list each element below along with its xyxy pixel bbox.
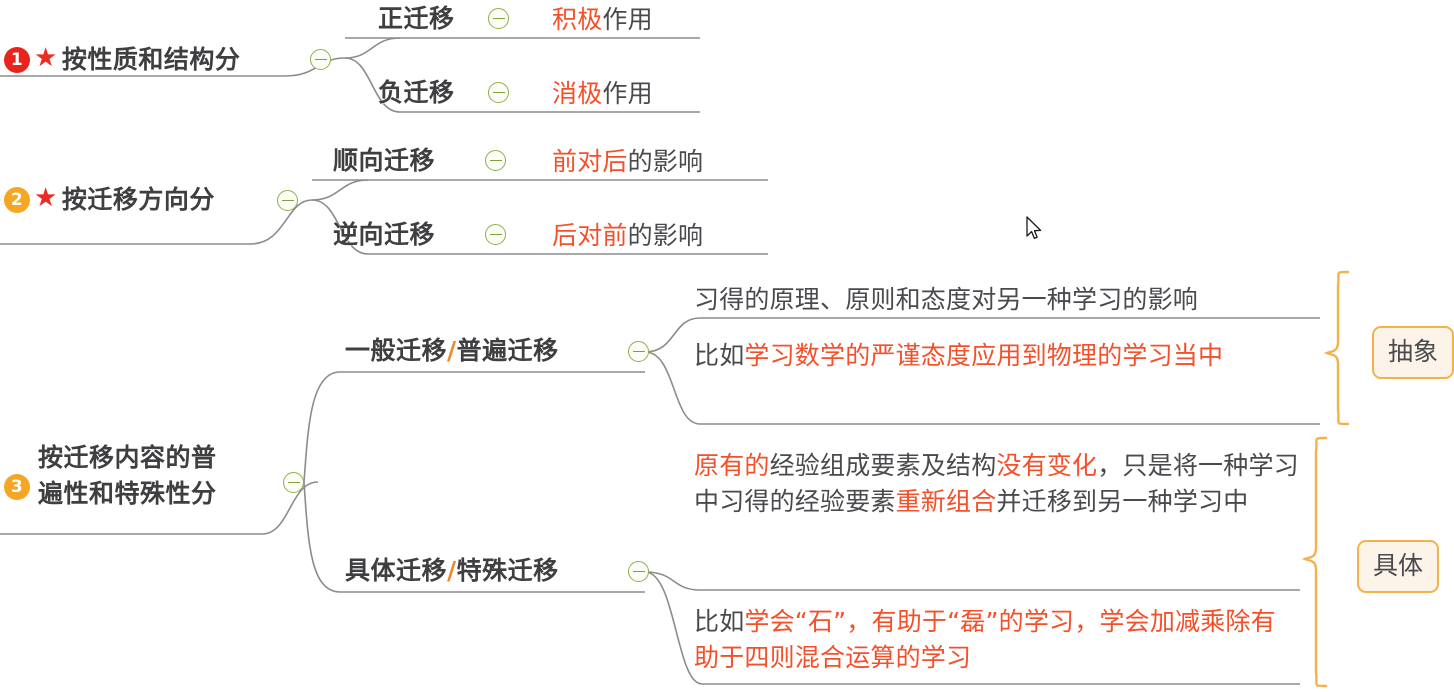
detail-specific-def-mid-2: ，只 — [1097, 451, 1148, 480]
detail-general-example-hot-2: 习当中 — [1147, 341, 1224, 370]
detail-general-definition-text: 习得的原理、原则和态度对另一种学习的影响 — [694, 285, 1199, 314]
detail-specific-example[interactable]: 比如学会“石”，有助于“磊”的学习，学会加减乘除有助于四则混合运算的学习 — [694, 604, 1294, 676]
detail-specific-def-hot-1: 原有的 — [694, 451, 770, 480]
branch-3-label-line-2: 遍性和特殊性分 — [38, 479, 217, 508]
branch-3-title[interactable]: 3 按迁移内容的普 遍性和特殊性分 — [4, 440, 217, 512]
node-specific-transfer-label-a: 具体迁移 — [345, 556, 448, 585]
leaf-negative-effect[interactable]: 消极作用 — [552, 76, 653, 112]
node-positive-transfer-label: 正迁移 — [378, 4, 455, 33]
node-specific-transfer[interactable]: 具体迁移/特殊迁移 — [345, 554, 559, 588]
branch-1-label: 按性质和结构分 — [61, 45, 241, 74]
node-specific-transfer-slash: / — [447, 556, 457, 585]
node-general-transfer-label-a: 一般迁移 — [345, 336, 448, 365]
tag-concrete[interactable]: 具体 — [1357, 540, 1440, 593]
tag-abstract-label: 抽象 — [1388, 337, 1439, 366]
node-proactive-transfer-label: 顺向迁移 — [333, 146, 436, 175]
branch-3-number: 3 — [4, 474, 30, 500]
leaf-proactive-influence[interactable]: 前对后的影响 — [552, 144, 703, 180]
node-retroactive-transfer-toggle[interactable] — [485, 224, 506, 245]
node-proactive-transfer-toggle[interactable] — [485, 150, 506, 171]
detail-specific-definition[interactable]: 原有的经验组成要素及结构没有变化，只是将一种学习中习得的经验要素重新组合并迁移到… — [694, 448, 1304, 520]
mouse-cursor — [1026, 216, 1042, 240]
leaf-retroactive-influence-rest: 的影响 — [627, 221, 704, 250]
branch-1-number: 1 — [4, 47, 30, 73]
node-retroactive-transfer[interactable]: 逆向迁移 — [333, 218, 435, 252]
node-negative-transfer-toggle[interactable] — [488, 82, 509, 103]
node-general-transfer-slash: / — [447, 336, 457, 365]
branch-1-collapse-toggle[interactable] — [310, 49, 331, 70]
tag-concrete-label: 具体 — [1373, 551, 1424, 580]
node-general-transfer-label-b: 普遍迁移 — [456, 336, 559, 365]
star-icon: ★ — [34, 183, 58, 213]
detail-specific-def-mid-1: 经验组成要素及结构 — [769, 451, 997, 480]
leaf-positive-effect-rest: 作用 — [602, 5, 653, 34]
node-negative-transfer-label: 负迁移 — [378, 78, 455, 107]
branch-2-label: 按迁移方向分 — [61, 185, 215, 214]
detail-specific-example-hot-1: 学会“石”，有助于“磊”的学习，学 — [744, 607, 1125, 636]
branch-3-collapse-toggle[interactable] — [283, 472, 304, 493]
detail-specific-def-line-2-hot: 重新组合 — [895, 487, 997, 516]
node-proactive-transfer[interactable]: 顺向迁移 — [333, 144, 435, 178]
node-positive-transfer[interactable]: 正迁移 — [378, 2, 455, 36]
detail-general-definition[interactable]: 习得的原理、原则和态度对另一种学习的影响 — [694, 282, 1198, 318]
leaf-negative-effect-hot: 消极 — [552, 79, 603, 108]
detail-specific-example-prefix: 比如 — [694, 607, 745, 636]
leaf-positive-effect[interactable]: 积极作用 — [552, 2, 653, 38]
node-negative-transfer[interactable]: 负迁移 — [378, 76, 455, 110]
star-icon: ★ — [34, 43, 58, 73]
node-retroactive-transfer-label: 逆向迁移 — [333, 220, 436, 249]
leaf-retroactive-influence-hot: 后对前 — [552, 221, 628, 250]
leaf-negative-effect-rest: 作用 — [602, 79, 653, 108]
tag-abstract[interactable]: 抽象 — [1372, 326, 1454, 379]
detail-general-example[interactable]: 比如学习数学的严谨态度应用到物理的学习当中 — [694, 338, 1294, 374]
detail-general-example-prefix: 比如 — [694, 341, 745, 370]
branch-2-title[interactable]: 2★按迁移方向分 — [4, 182, 215, 218]
detail-specific-example-hot-2: 会加减乘除有助于四则混合运算的学习 — [694, 607, 1276, 672]
leaf-positive-effect-hot: 积极 — [552, 5, 603, 34]
branch-2-number: 2 — [4, 187, 30, 213]
node-general-transfer-toggle[interactable] — [628, 341, 649, 362]
leaf-proactive-influence-rest: 的影响 — [627, 147, 704, 176]
branch-1-title[interactable]: 1★按性质和结构分 — [4, 42, 240, 78]
detail-specific-def-line-2-plain: 是将一种学习中习得的经验要素 — [694, 451, 1299, 516]
detail-specific-def-line-3: 并迁移到另一种学习中 — [996, 487, 1249, 516]
leaf-proactive-influence-hot: 前对后 — [552, 147, 628, 176]
node-positive-transfer-toggle[interactable] — [488, 8, 509, 29]
detail-specific-def-hot-2: 没有变化 — [996, 451, 1098, 480]
leaf-retroactive-influence[interactable]: 后对前的影响 — [552, 218, 703, 254]
branch-3-label-line-1: 按迁移内容的普 — [38, 443, 217, 472]
node-specific-transfer-label-b: 特殊迁移 — [456, 556, 559, 585]
branch-2-collapse-toggle[interactable] — [277, 190, 298, 211]
node-general-transfer[interactable]: 一般迁移/普遍迁移 — [345, 334, 559, 368]
node-specific-transfer-toggle[interactable] — [628, 561, 649, 582]
detail-general-example-hot-1: 学习数学的严谨态度应用到物理的学 — [744, 341, 1148, 370]
